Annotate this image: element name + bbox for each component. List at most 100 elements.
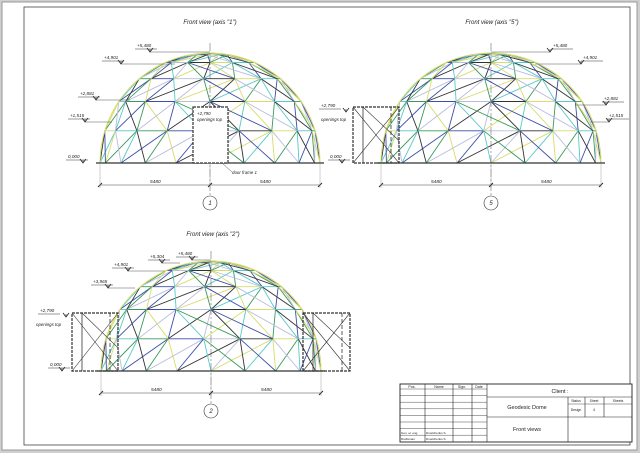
- dome-strut: [105, 338, 117, 372]
- dome-strut: [104, 101, 120, 131]
- dome-strut: [126, 309, 139, 339]
- dome-strut: [380, 130, 387, 164]
- dome-strut: [175, 286, 236, 310]
- frame-brace: [362, 106, 400, 141]
- dome-strut: [468, 54, 501, 63]
- dome-strut: [245, 286, 263, 310]
- elevation-label: +4,901: [583, 55, 598, 60]
- dome-strut: [151, 270, 173, 288]
- axis-marker: [202, 195, 218, 211]
- dome-strut: [255, 270, 282, 288]
- frame-brace: [352, 106, 400, 164]
- dome-strut: [490, 101, 553, 132]
- dome-strut: [231, 62, 236, 79]
- dome-strut: [396, 101, 408, 131]
- dome-strut: [277, 286, 303, 310]
- name-value: Dmelchenko S.: [426, 437, 447, 441]
- dome-strut: [188, 270, 236, 288]
- dome-strut: [187, 62, 235, 80]
- dome-strut: [399, 78, 421, 102]
- dome-strut: [431, 62, 447, 79]
- dome-strut: [314, 130, 321, 164]
- dome-strut: [119, 286, 153, 310]
- dome-strut: [541, 78, 556, 102]
- dome-strut: [276, 78, 302, 102]
- dome-strut: [581, 101, 597, 131]
- column-header: Pos.: [408, 385, 415, 389]
- dome-strut: [235, 286, 276, 310]
- dome-strut: [454, 78, 457, 102]
- dome-strut: [555, 101, 579, 132]
- sheet-value: 4: [593, 408, 595, 412]
- dome-strut: [170, 62, 175, 79]
- dome-strut: [490, 78, 517, 102]
- dome-strut: [293, 101, 316, 132]
- dome-strut: [468, 62, 486, 80]
- dome-strut: [249, 270, 282, 288]
- dome-strut: [176, 338, 241, 372]
- dome-strut: [260, 78, 275, 102]
- dome-strut: [209, 54, 220, 63]
- frame-brace: [81, 312, 119, 349]
- dome-strut: [243, 130, 273, 164]
- dome-strut: [208, 262, 212, 271]
- dome-strut: [233, 270, 263, 288]
- dome-strut: [294, 309, 299, 339]
- title-block-border: [399, 383, 633, 443]
- dome-strut: [529, 62, 562, 80]
- opening-frame: [352, 106, 400, 164]
- dome-strut: [145, 101, 168, 132]
- dome-strut: [401, 130, 449, 164]
- dome-strut: [301, 309, 317, 339]
- dome-strut: [490, 54, 501, 63]
- dome-strut: [210, 338, 274, 372]
- dome-strut: [592, 130, 602, 164]
- elevation-label: 0,000: [68, 154, 80, 159]
- dome-strut: [525, 78, 543, 102]
- openings-level: +2,790: [197, 111, 211, 116]
- dome-strut: [261, 286, 296, 310]
- dome-strut: [311, 130, 321, 164]
- elevation-label: +5,480: [137, 43, 152, 48]
- project-name: Geodesic Dome: [507, 405, 546, 411]
- dome-strut: [146, 338, 204, 372]
- dome-strut: [555, 101, 594, 132]
- dome-strut: [592, 130, 597, 164]
- view-axis-5: Front view (axis "5")+5,480+4,901+2,881+…: [319, 20, 629, 211]
- dome-strut: [120, 130, 138, 164]
- dome-strut: [513, 62, 559, 80]
- dome-strut: [176, 338, 205, 372]
- dome-strut: [455, 78, 516, 102]
- dome-strut: [203, 62, 233, 80]
- dome-strut: [519, 130, 557, 164]
- dome-strut: [490, 130, 521, 164]
- elevation-label: +1,515: [70, 113, 85, 118]
- dome-strut: [552, 130, 581, 164]
- dome-strut: [144, 130, 168, 164]
- door-leader: [221, 162, 233, 173]
- dome-strut: [220, 262, 250, 271]
- dome-strut: [105, 309, 128, 340]
- dome-strut: [208, 262, 234, 271]
- dome-strut: [417, 130, 427, 164]
- dome-strut: [561, 78, 576, 102]
- dome-strut: [468, 54, 489, 63]
- dome-strut: [174, 286, 177, 310]
- dome-strut: [254, 62, 281, 80]
- dome-strut: [145, 78, 152, 102]
- status-value: Design: [571, 408, 582, 412]
- dome-strut: [105, 309, 121, 339]
- dome-strut: [468, 62, 516, 80]
- dome-strut: [483, 130, 492, 164]
- dome-strut: [557, 78, 576, 102]
- dome-strut: [125, 78, 152, 102]
- dome-strut: [499, 54, 514, 63]
- dome-strut: [232, 62, 262, 80]
- dome-strut: [188, 262, 209, 271]
- dome-strut: [232, 270, 237, 287]
- dome-strut: [447, 101, 457, 131]
- dome-strut: [115, 101, 120, 131]
- dome-strut: [234, 78, 246, 102]
- door-label: door frame 1: [232, 170, 257, 175]
- frame-brace: [312, 312, 351, 349]
